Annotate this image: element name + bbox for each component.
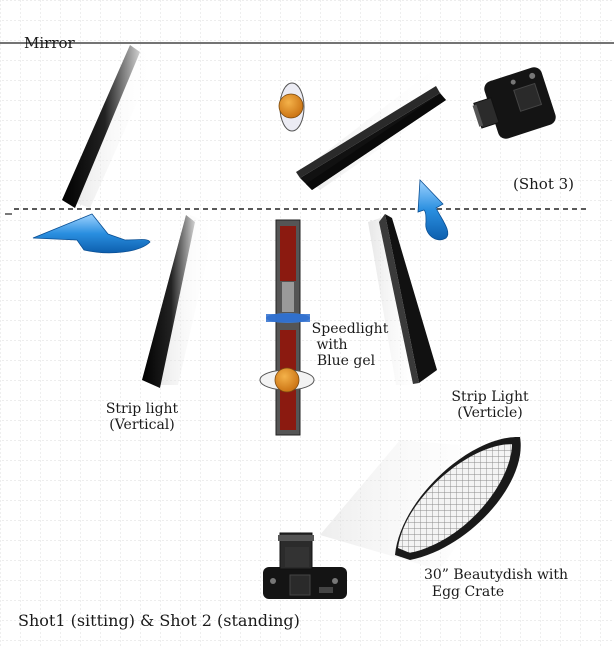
strip-softbox-top-center [296, 72, 450, 190]
camera-bottom [263, 532, 347, 599]
mirror-label: Mirror [24, 34, 75, 52]
strip-softbox-top-left [62, 45, 156, 208]
beautydish-label-line1: 30” Beautydish with [423, 567, 569, 583]
strip-left-label-line1: Strip light [105, 401, 179, 417]
strip-right-label-line1: Strip Light [451, 389, 529, 405]
speedlight-label-line2: with [316, 337, 348, 353]
shot3-label: (Shot 3) [513, 175, 575, 193]
shots-caption: Shot1 (sitting) & Shot 2 (standing) [18, 611, 300, 630]
speedlight-label-line3: Blue gel [316, 353, 376, 369]
curved-arrow-left [32, 213, 151, 254]
strip-softbox-left [142, 215, 215, 388]
strip-left-label-line2: (Vertical) [109, 417, 175, 433]
strip-right-label-line2: (Verticle) [457, 405, 523, 421]
strip-softbox-right [368, 214, 437, 385]
subject-upper [278, 82, 305, 132]
speedlight-label-line1: Speedlight [311, 321, 389, 337]
curved-arrow-right [417, 179, 449, 241]
beautydish-label-line2: Egg Crate [431, 584, 505, 600]
camera-top-right [472, 67, 556, 139]
subject-lower [259, 367, 315, 393]
beauty-dish [320, 436, 521, 570]
